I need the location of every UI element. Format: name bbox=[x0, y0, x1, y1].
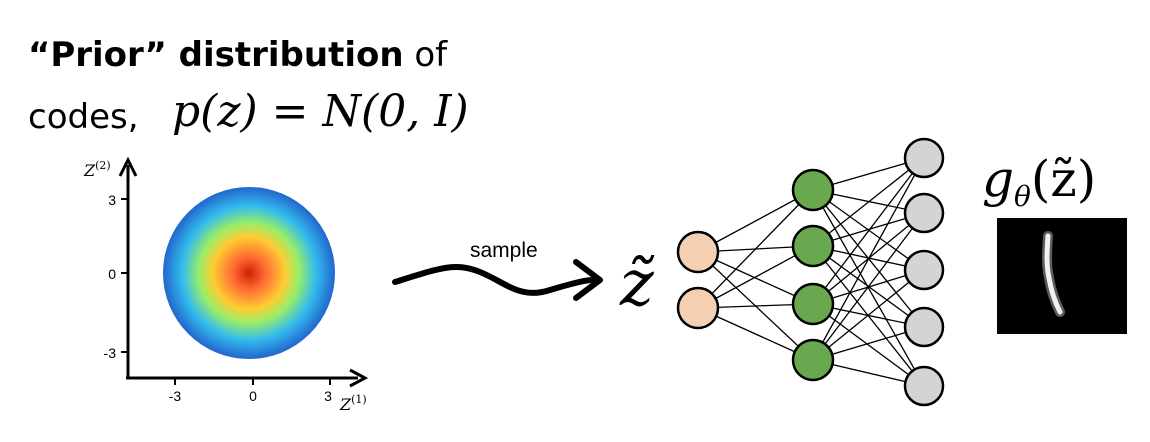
formula-rhs: N(0, I) bbox=[322, 86, 469, 137]
prior-density-disk bbox=[163, 187, 335, 359]
edge-hidden-2-output-4 bbox=[812, 303, 925, 387]
edge-input-1-hidden-0 bbox=[697, 189, 814, 309]
digit-stroke bbox=[1044, 233, 1063, 315]
decoder-output-label: gθ(z̃) bbox=[982, 150, 1096, 213]
output-node-4 bbox=[903, 365, 945, 407]
sample-arrow-curve bbox=[392, 264, 595, 296]
edge-hidden-0-output-4 bbox=[812, 189, 925, 387]
y-axis-label: Z(2) bbox=[83, 159, 111, 180]
prior-title-bold: “Prior” distribution bbox=[28, 35, 404, 75]
sample-label: sample bbox=[470, 239, 538, 262]
edge-input-0-hidden-0 bbox=[697, 189, 814, 253]
formula-lhs: p(z) bbox=[172, 86, 258, 137]
latent-z-tilde: z̃ bbox=[619, 247, 655, 321]
output-node-1 bbox=[903, 192, 945, 234]
y-tick-label-0: 0 bbox=[108, 266, 116, 282]
prior-title-of: of bbox=[403, 35, 448, 75]
y-tick-label-neg3: -3 bbox=[104, 345, 117, 361]
x-axis-arrowhead bbox=[349, 368, 369, 388]
x-tick-label-3: 3 bbox=[324, 388, 332, 404]
edge-hidden-3-output-1 bbox=[812, 212, 925, 361]
digit-image-background bbox=[997, 218, 1127, 334]
edge-input-1-hidden-1 bbox=[697, 245, 814, 309]
y-axis-arrowhead bbox=[118, 156, 138, 177]
prior-title-codes: codes, bbox=[28, 97, 139, 137]
output-node-0 bbox=[903, 137, 945, 179]
output-node-2 bbox=[903, 249, 945, 291]
network-nodes bbox=[676, 137, 945, 407]
edge-hidden-3-output-2 bbox=[812, 269, 925, 361]
hidden-node-2 bbox=[791, 282, 835, 326]
hidden-node-0 bbox=[791, 168, 835, 212]
sample-arrow-head bbox=[573, 259, 603, 301]
x-axis-label: Z(1) bbox=[339, 393, 367, 414]
output-node-3 bbox=[903, 306, 945, 348]
x-tick-label-0: 0 bbox=[249, 388, 257, 404]
x-tick-label-neg3: -3 bbox=[169, 388, 182, 404]
edge-hidden-1-output-0 bbox=[812, 157, 925, 247]
hidden-node-1 bbox=[791, 224, 835, 268]
prior-title-line1: “Prior” distribution of bbox=[28, 38, 447, 72]
edge-hidden-3-output-0 bbox=[812, 157, 925, 361]
input-node-0 bbox=[676, 230, 720, 274]
hidden-node-3 bbox=[791, 338, 835, 382]
formula-eq: = bbox=[257, 86, 323, 137]
generated-digit-image bbox=[997, 218, 1127, 334]
y-tick-label-3: 3 bbox=[108, 192, 116, 208]
edge-hidden-2-output-0 bbox=[812, 157, 925, 305]
prior-formula: p(z) = N(0, I) bbox=[172, 90, 469, 134]
input-node-1 bbox=[676, 286, 720, 330]
